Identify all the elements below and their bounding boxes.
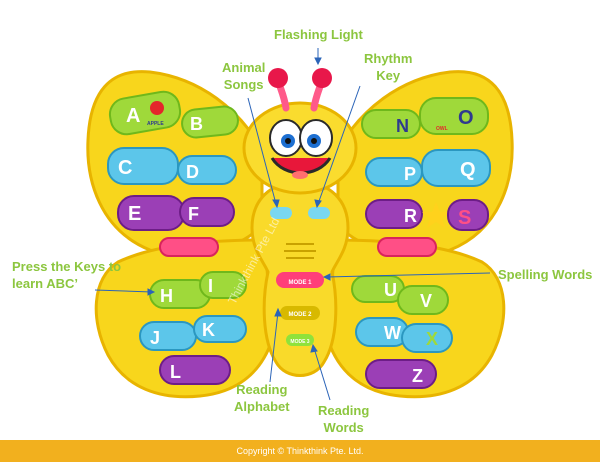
key-d-letter: D bbox=[186, 162, 199, 182]
label-reading-words: Reading Words bbox=[318, 403, 370, 435]
key-c-letter: C bbox=[118, 157, 132, 179]
speaker-icon bbox=[284, 243, 316, 259]
antennae bbox=[268, 68, 332, 112]
mode-1-button[interactable] bbox=[276, 272, 324, 288]
key-x[interactable] bbox=[401, 323, 453, 353]
label-spelling-words: Spelling Words bbox=[498, 267, 593, 282]
owl-word: OWL bbox=[436, 126, 448, 132]
key-s-letter: S bbox=[458, 207, 471, 229]
key-k[interactable] bbox=[193, 315, 247, 343]
key-z[interactable] bbox=[365, 359, 437, 389]
key-s[interactable] bbox=[447, 199, 489, 231]
key-i-letter: I bbox=[208, 276, 213, 296]
key-e-letter: E bbox=[128, 203, 141, 225]
label-reading-alphabet: Reading Alphabet bbox=[234, 382, 290, 414]
key-n[interactable] bbox=[361, 109, 421, 139]
key-u-letter: U bbox=[384, 280, 397, 300]
callout-pointers bbox=[94, 48, 491, 401]
key-v[interactable] bbox=[397, 285, 449, 315]
rhythm-key-button[interactable] bbox=[308, 207, 330, 219]
key-p-letter: P bbox=[404, 164, 416, 184]
key-a[interactable] bbox=[107, 89, 182, 137]
key-n-letter: N bbox=[396, 116, 409, 136]
key-w-letter: W bbox=[384, 323, 401, 343]
key-o[interactable] bbox=[419, 97, 489, 135]
key-i[interactable] bbox=[199, 271, 247, 299]
face bbox=[269, 119, 333, 179]
right-wing-keys: N O OWL P Q R S U V W X Z bbox=[351, 97, 491, 389]
left-wing-keys: A APPLE B C D E F H I J K L bbox=[107, 89, 247, 385]
key-q-letter: Q bbox=[460, 159, 476, 181]
key-x-letter: X bbox=[426, 329, 438, 349]
flashing-light-right-icon[interactable] bbox=[312, 68, 332, 88]
key-j[interactable] bbox=[139, 321, 197, 351]
key-r-letter: R bbox=[404, 206, 417, 226]
key-d[interactable] bbox=[177, 155, 237, 185]
apple-icon bbox=[150, 101, 164, 115]
key-b-letter: B bbox=[190, 114, 203, 134]
apple-word: APPLE bbox=[147, 121, 164, 127]
key-b[interactable] bbox=[181, 105, 240, 139]
key-f-letter: F bbox=[188, 204, 199, 224]
key-l-letter: L bbox=[170, 362, 181, 382]
key-q[interactable] bbox=[421, 149, 491, 187]
key-h-letter: H bbox=[160, 286, 173, 306]
mode-1-label: MODE 1 bbox=[288, 280, 312, 286]
key-f[interactable] bbox=[179, 197, 235, 227]
key-a-letter: A bbox=[126, 105, 140, 127]
star-icon bbox=[422, 202, 450, 228]
key-z-letter: Z bbox=[412, 366, 423, 386]
key-j-letter: J bbox=[150, 328, 160, 348]
copyright-footer: Copyright © Thinkthink Pte. Ltd. bbox=[0, 440, 600, 462]
label-rhythm-key: Rhythm Key bbox=[364, 51, 413, 83]
label-animal-songs: Animal Songs bbox=[222, 60, 266, 92]
animal-songs-button[interactable] bbox=[270, 207, 292, 219]
key-r[interactable] bbox=[365, 199, 423, 229]
left-pink-key[interactable] bbox=[159, 237, 219, 257]
mode-2-label: MODE 2 bbox=[288, 312, 312, 318]
mode-3-label: MODE 3 bbox=[290, 339, 309, 345]
mode-3-button[interactable] bbox=[286, 334, 314, 346]
mode-2-button[interactable] bbox=[280, 306, 320, 320]
right-pink-key[interactable] bbox=[377, 237, 437, 257]
flashing-light-left-icon[interactable] bbox=[268, 68, 288, 88]
label-press-keys: Press the Keys to learn ABC’ bbox=[12, 259, 122, 291]
key-o-letter: O bbox=[458, 107, 474, 129]
label-flashing-light: Flashing Light bbox=[274, 27, 363, 42]
key-l[interactable] bbox=[159, 355, 231, 385]
key-v-letter: V bbox=[420, 291, 432, 311]
key-k-letter: K bbox=[202, 320, 215, 340]
mode-buttons: MODE 1 MODE 2 MODE 3 bbox=[276, 272, 324, 346]
